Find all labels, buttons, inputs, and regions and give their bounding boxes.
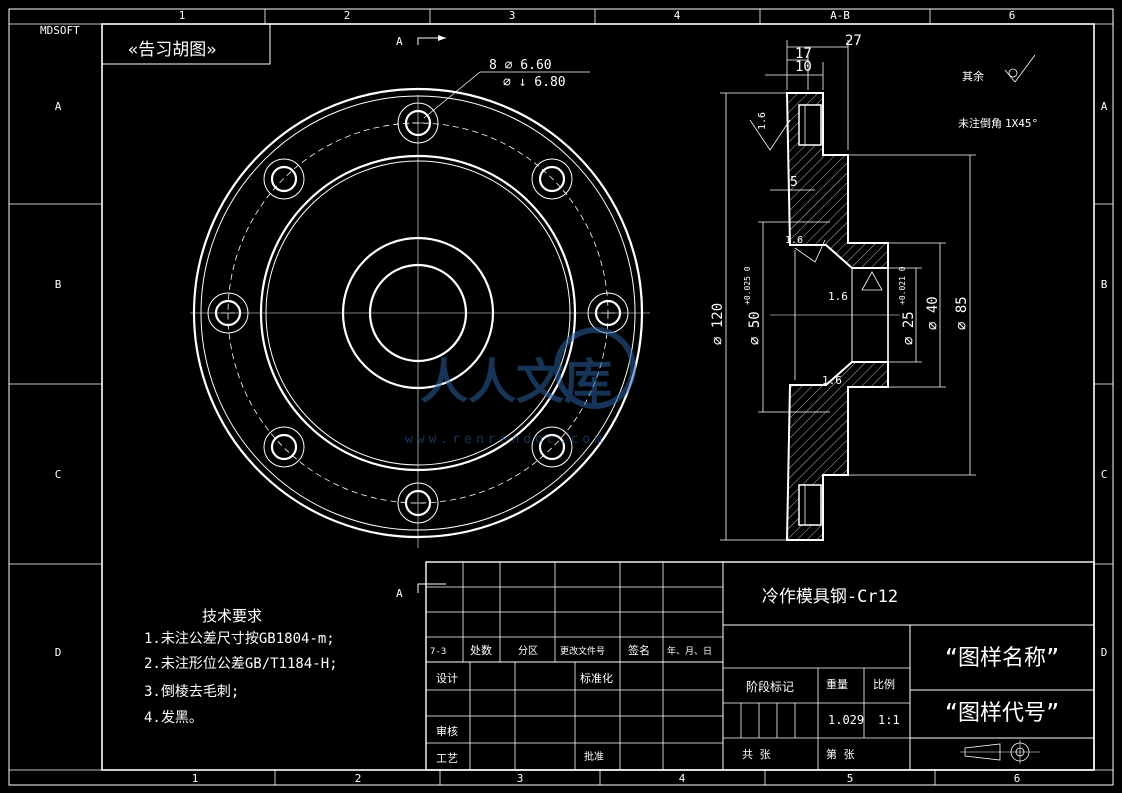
bolt-hole: [397, 102, 439, 144]
weight-value: 1.029: [828, 713, 864, 727]
rev-header: 更改文件号: [560, 645, 605, 657]
bolt-hole: [263, 158, 305, 200]
stage-label: 阶段标记: [746, 679, 794, 694]
column-label: 2: [344, 9, 351, 22]
column-label: 6: [1014, 772, 1021, 785]
bolt-hole: [207, 292, 249, 334]
rest-label: 其余: [962, 69, 984, 83]
hole-note-line1: 8 ⌀ 6.60: [489, 58, 552, 73]
row-label: C: [1101, 468, 1108, 481]
approve-label: 批准: [584, 750, 604, 763]
dim-50-tolerance: +0.025 0: [743, 266, 752, 305]
row-label: C: [55, 468, 62, 481]
rev-header: 年、月、日: [667, 645, 712, 657]
dim-10: 10: [795, 59, 812, 75]
roughness-bottom: 1.6: [822, 374, 842, 387]
column-label: 1: [179, 9, 186, 22]
roughness-inner: 1.6: [828, 290, 848, 303]
svg-text:A: A: [396, 587, 403, 600]
stamp-text: «告习胡图»: [128, 40, 216, 60]
column-label: 4: [679, 772, 686, 785]
column-label: 3: [517, 772, 524, 785]
dim-25-tolerance: +0.021 0: [898, 266, 907, 305]
rev-header: 处数: [470, 644, 492, 657]
process-label: 工艺: [436, 752, 458, 765]
column-label: 5: [847, 772, 854, 785]
svg-text:A: A: [396, 35, 403, 48]
dim-40: ⌀ 40: [925, 296, 941, 330]
sheet-number: 第 张: [826, 747, 855, 761]
watermark-url: www.renrendoc.com: [405, 432, 606, 447]
tech-requirements: 技术要求 1.未注公差尺寸按GB1804-m; 2.未注形位公差GB/T1184…: [144, 607, 338, 726]
tech-item: 2.未注形位公差GB/T1184-H;: [144, 656, 338, 672]
hole-note-line2: ⌀ ↓ 6.80: [503, 75, 566, 90]
watermark-text: 人人文库: [420, 354, 612, 410]
column-label: 3: [509, 9, 516, 22]
row-label: D: [55, 646, 62, 659]
bolt-hole: [263, 426, 305, 468]
chamfer-value: 1X45°: [1005, 117, 1038, 130]
tech-item: 3.倒棱去毛刺;: [144, 684, 239, 700]
outer-rim: [192, 87, 644, 539]
bolt-hole: [397, 482, 439, 524]
row-label: B: [55, 278, 62, 291]
row-label: D: [1101, 646, 1108, 659]
dim-25: ⌀ 25: [901, 311, 917, 345]
front-view: 8 ⌀ 6.60 ⌀ ↓ 6.80: [190, 58, 650, 548]
row-label: A: [55, 100, 62, 113]
tech-item: 1.未注公差尺寸按GB1804-m;: [144, 631, 335, 647]
bolt-hole: [531, 158, 573, 200]
standardization-label: 标准化: [580, 671, 613, 685]
dim-5: 5: [790, 175, 798, 190]
column-label: 4: [674, 9, 681, 22]
tech-title: 技术要求: [202, 607, 262, 625]
dim-85: ⌀ 85: [954, 296, 970, 330]
hub-outer: [341, 236, 495, 390]
tech-item: 4.发黑。: [144, 710, 203, 726]
designer-label: 设计: [436, 672, 458, 685]
roughness-top: 1.6: [757, 112, 768, 130]
stamp-box: «告习胡图»: [101, 23, 271, 65]
dim-17: 17: [795, 46, 812, 62]
section-marker-top: A: [396, 35, 446, 48]
zone-labels: 1 2 3 4 A-B 6 1 2 3 4 5 6 A B C D A B C …: [55, 9, 1108, 785]
roughness-mid: 1.6: [785, 235, 803, 246]
scale-label: 比例: [873, 677, 895, 691]
dim-120: ⌀ 120: [710, 303, 726, 345]
roughness-icon: [1004, 54, 1036, 83]
scale-value: 1:1: [878, 713, 900, 727]
column-label: 1: [192, 772, 199, 785]
column-label: 6: [1009, 9, 1016, 22]
material-text: 冷作模具钢-Cr12: [762, 587, 898, 607]
chamfer-label: 未注倒角: [958, 116, 1002, 130]
checker-label: 审核: [436, 724, 458, 738]
dim-27: 27: [845, 33, 862, 49]
rev-header: 分区: [518, 645, 538, 657]
rev-header: 签名: [628, 643, 650, 657]
drawing-code: “图样代号”: [945, 701, 1060, 726]
column-label: A-B: [830, 9, 850, 22]
projection-symbol-icon: [960, 740, 1040, 764]
section-marker-bottom: A: [396, 583, 446, 600]
bolt-hole: [531, 426, 573, 468]
software-label: MDSOFT: [40, 24, 80, 37]
section-view: 27 17 10 5 ⌀ 120 ⌀ 50 +0.025 0 ⌀ 25 +0.0…: [710, 33, 976, 541]
general-notes: 其余 未注倒角 1X45°: [958, 54, 1038, 130]
bore: [368, 263, 468, 363]
rev-header: 7-3: [430, 647, 446, 657]
watermark: 人人文库 www.renrendoc.com: [405, 327, 636, 447]
row-label: B: [1101, 278, 1108, 291]
row-label: A: [1101, 100, 1108, 113]
dim-50: ⌀ 50: [747, 311, 763, 345]
drawing-name: “图样名称”: [945, 646, 1060, 671]
weight-label: 重量: [826, 677, 848, 691]
sheets-total: 共 张: [742, 748, 771, 761]
column-label: 2: [355, 772, 362, 785]
title-block: 7-3 处数 分区 更改文件号 签名 年、月、日 设计 标准化 审核 工艺 批准…: [425, 561, 1095, 771]
